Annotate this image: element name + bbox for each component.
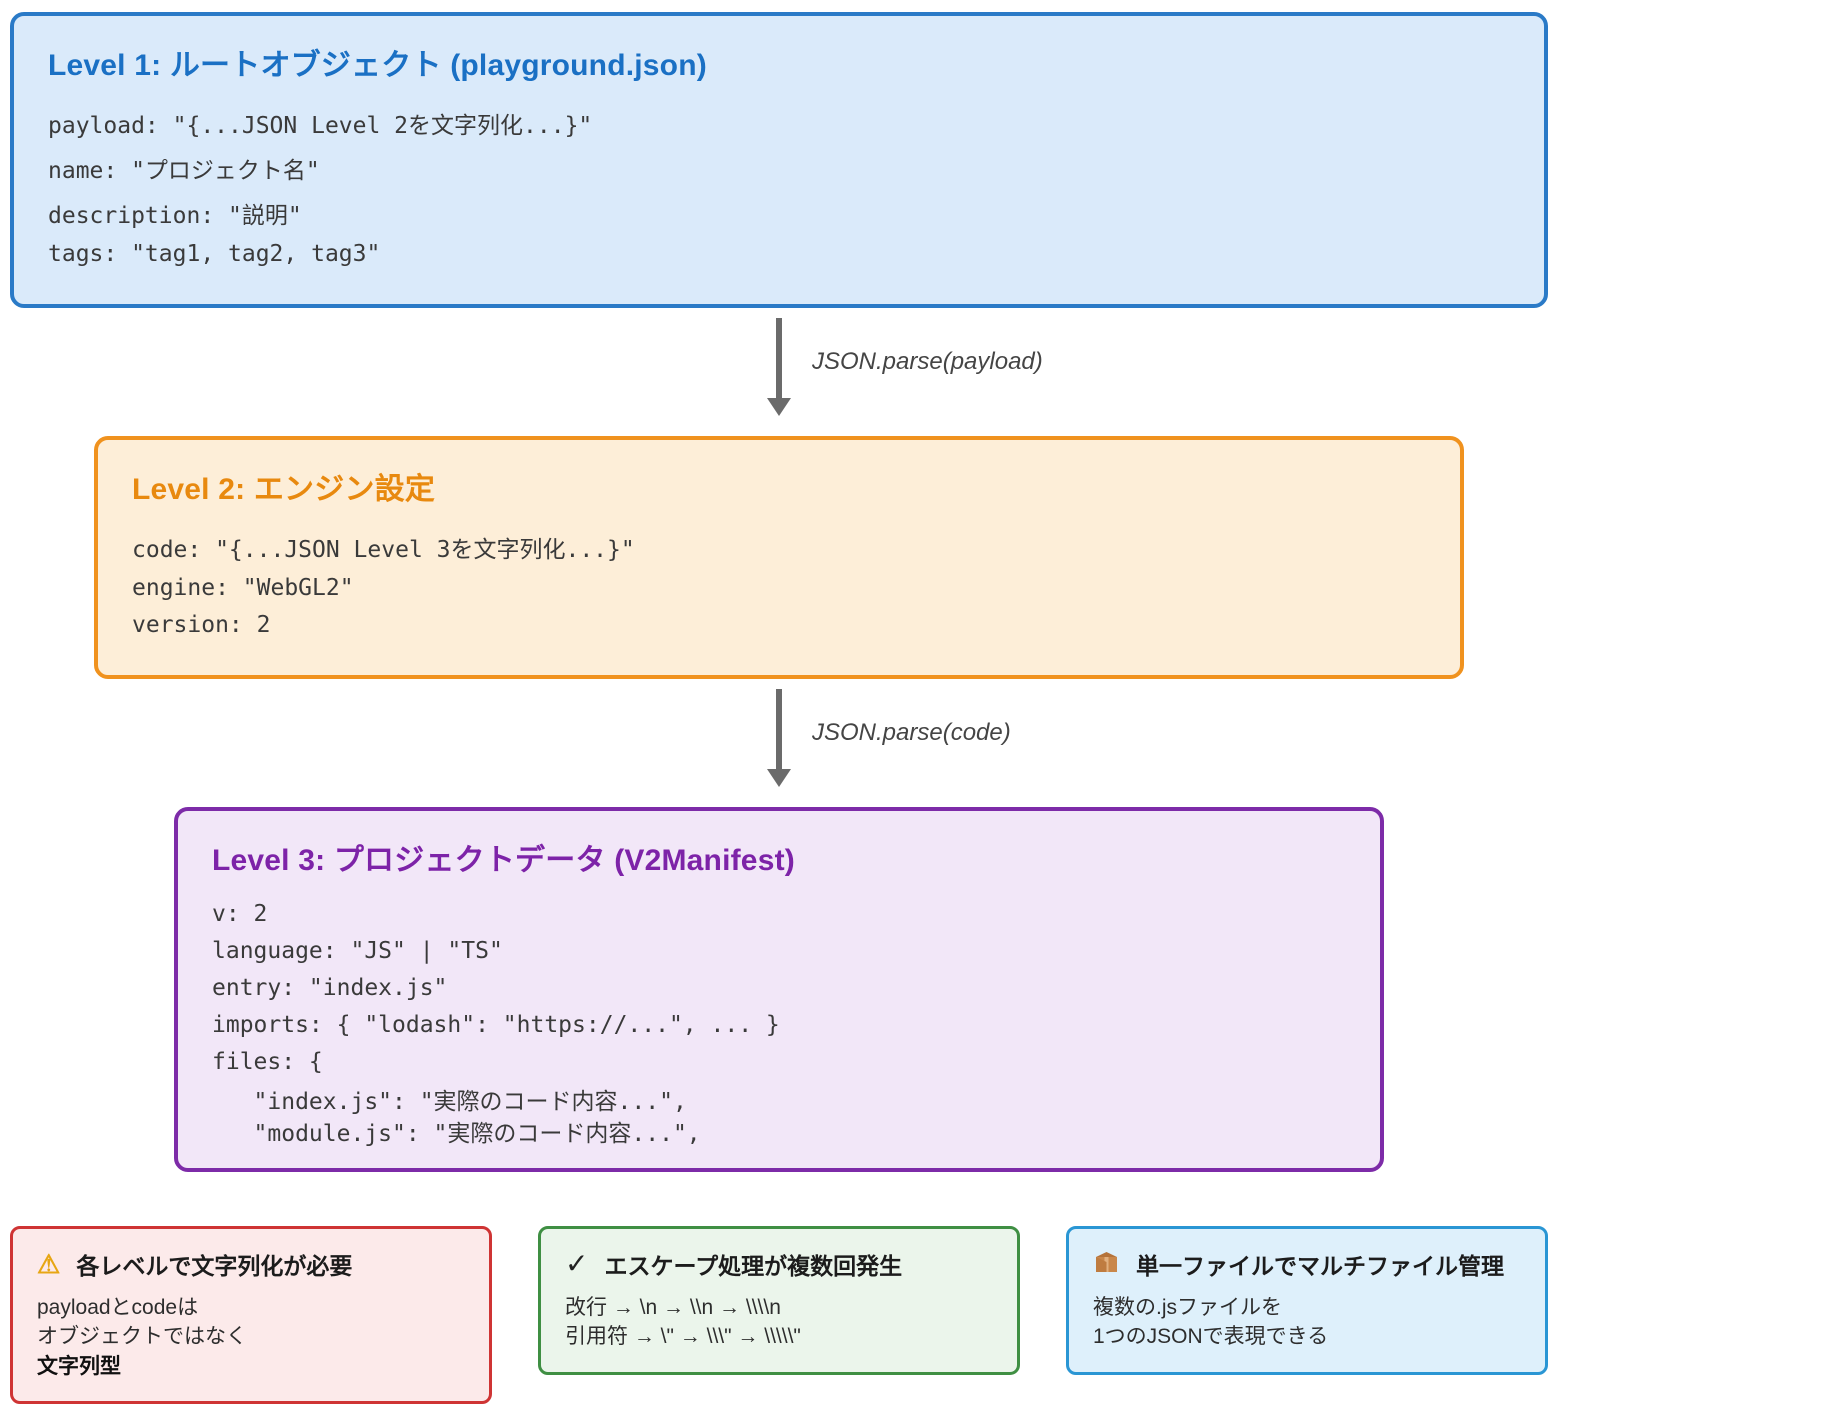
arrow-shaft <box>776 318 782 398</box>
json-levels-diagram: Level 1: ルートオブジェクト (playground.json) pay… <box>10 0 1548 1404</box>
level3-line-files: files: { <box>212 1049 323 1075</box>
card-multifile-line1: 複数の.jsファイルを <box>1093 1296 1282 1319</box>
arrow-down-icon <box>767 689 791 787</box>
arrow-head <box>767 398 791 416</box>
arrow2-label: JSON.parse(code) <box>812 719 1011 746</box>
arrow1-label: JSON.parse(payload) <box>812 348 1043 375</box>
level1-line-name: name: "プロジェクト名" <box>48 158 320 184</box>
card-multifile-note: 単一ファイルでマルチファイル管理 複数の.jsファイルを 1つのJSONで表現で… <box>1066 1226 1548 1375</box>
arrow-head <box>767 769 791 787</box>
card-stringify-title: 各レベルで文字列化が必要 <box>76 1253 353 1279</box>
level1-line-payload: payload: "{...JSON Level 2を文字列化...}" <box>48 113 593 139</box>
level2-box: Level 2: エンジン設定 code: "{...JSON Level 3を… <box>94 436 1464 679</box>
level1-line-tags: tags: "tag1, tag2, tag3" <box>48 241 381 267</box>
package-icon <box>1093 1249 1120 1280</box>
card-multifile-body: 複数の.jsファイルを 1つのJSONで表現できる <box>1093 1293 1521 1352</box>
card-escape-title: エスケープ処理が複数回発生 <box>604 1253 903 1279</box>
arrow-down-icon <box>767 318 791 416</box>
card-escape-line1: 改行 → \n → \\n → \\\\n <box>565 1296 781 1319</box>
warning-icon: ⚠ <box>37 1249 61 1279</box>
notes-row: ⚠ 各レベルで文字列化が必要 payloadとcodeは オブジェクトではなく … <box>10 1226 1548 1404</box>
arrow1-row: JSON.parse(payload) <box>10 308 1548 436</box>
arrow2-row: JSON.parse(code) <box>10 679 1548 807</box>
level2-line-version: version: 2 <box>132 612 271 638</box>
level3-line-index-js: "index.js": "実際のコード内容...", <box>212 1089 687 1115</box>
level3-line-entry: entry: "index.js" <box>212 975 448 1001</box>
card-multifile-title-row: 単一ファイルでマルチファイル管理 <box>1093 1247 1521 1281</box>
card-stringify-warning: ⚠ 各レベルで文字列化が必要 payloadとcodeは オブジェクトではなく … <box>10 1226 492 1404</box>
level2-line-code: code: "{...JSON Level 3を文字列化...}" <box>132 537 635 563</box>
level3-box: Level 3: プロジェクトデータ (V2Manifest) v: 2 lan… <box>174 807 1384 1172</box>
card-escape-line2: 引用符 → \" → \\\" → \\\\\" <box>565 1325 801 1349</box>
card-stringify-title-row: ⚠ 各レベルで文字列化が必要 <box>37 1247 465 1281</box>
level1-line-description: description: "説明" <box>48 203 302 229</box>
card-escape-body: 改行 → \n → \\n → \\\\n 引用符 → \" → \\\" → … <box>565 1293 993 1352</box>
card-stringify-body: payloadとcodeは オブジェクトではなく 文字列型 <box>37 1293 465 1381</box>
card-stringify-line1: payloadとcodeは <box>37 1296 199 1319</box>
level3-title: Level 3: プロジェクトデータ (V2Manifest) <box>212 844 795 877</box>
card-multifile-title: 単一ファイルでマルチファイル管理 <box>1136 1253 1504 1279</box>
level3-line-module-js: "module.js": "実際のコード内容...", <box>212 1121 701 1147</box>
level1-box: Level 1: ルートオブジェクト (playground.json) pay… <box>10 12 1548 308</box>
level3-line-language: language: "JS" | "TS" <box>212 938 503 964</box>
card-multifile-line2: 1つのJSONで表現できる <box>1093 1325 1329 1349</box>
card-escape-note: ✓ エスケープ処理が複数回発生 改行 → \n → \\n → \\\\n 引用… <box>538 1226 1020 1375</box>
level3-line-imports: imports: { "lodash": "https://...", ... … <box>212 1012 780 1038</box>
check-icon: ✓ <box>565 1248 589 1279</box>
level3-line-v: v: 2 <box>212 901 268 927</box>
arrow-shaft <box>776 689 782 769</box>
card-stringify-line2: オブジェクトではなく <box>37 1325 247 1349</box>
card-stringify-line3: 文字列型 <box>37 1354 121 1378</box>
level2-title: Level 2: エンジン設定 <box>132 473 436 506</box>
level2-line-engine: engine: "WebGL2" <box>132 575 354 601</box>
card-escape-title-row: ✓ エスケープ処理が複数回発生 <box>565 1247 993 1281</box>
level1-title: Level 1: ルートオブジェクト (playground.json) <box>48 49 707 82</box>
